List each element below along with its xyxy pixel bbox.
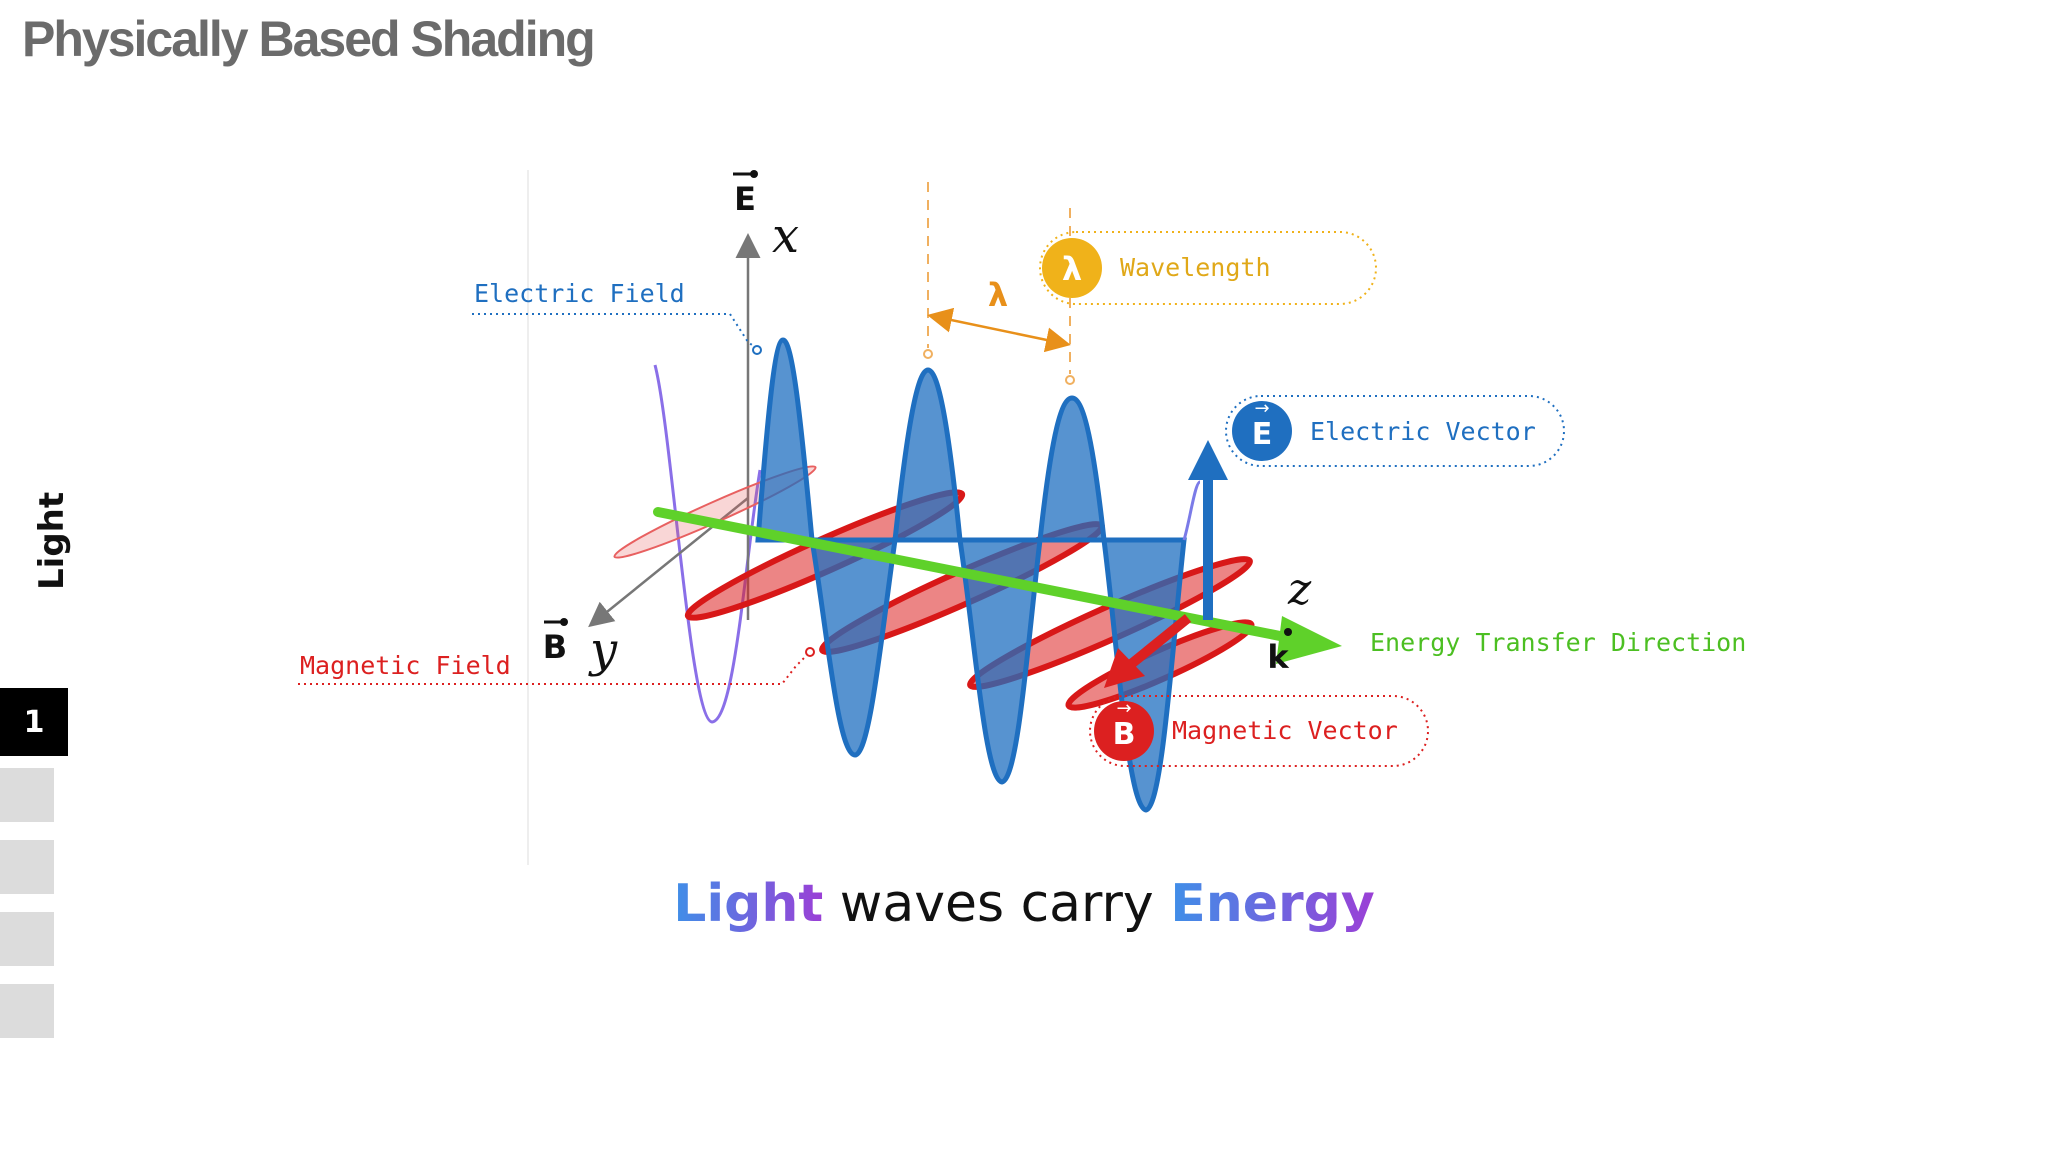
b-badge-icon bbox=[1094, 701, 1154, 761]
slide-tab-1-active[interactable]: 1 bbox=[0, 688, 68, 756]
magnetic-vector-arrow bbox=[1104, 614, 1192, 688]
lambda-badge-icon bbox=[1042, 238, 1102, 298]
magnetic-field-leader bbox=[298, 653, 809, 685]
electric-field-label: Electric Field bbox=[474, 279, 685, 308]
electric-vector-arrow bbox=[1188, 440, 1228, 620]
energy-transfer-label: Energy Transfer Direction bbox=[1370, 628, 1746, 657]
caption-word-energy: Energy bbox=[1170, 874, 1375, 934]
page-title: Physically Based Shading bbox=[22, 11, 596, 67]
z-axis-label: z bbox=[1287, 564, 1312, 615]
faint-wave bbox=[653, 364, 762, 724]
electric-vector-label: Electric Vector bbox=[1310, 417, 1536, 446]
electric-vector-pill: E → Electric Vector bbox=[1225, 395, 1565, 467]
x-axis-label: x bbox=[772, 208, 799, 264]
svg-text:→: → bbox=[1116, 698, 1131, 719]
wavelength-label: Wavelength bbox=[1120, 253, 1271, 282]
svg-text:E: E bbox=[1252, 417, 1273, 452]
slide-tab-2[interactable] bbox=[0, 768, 54, 822]
electric-field-leader bbox=[472, 313, 757, 349]
svg-text:λ: λ bbox=[1062, 250, 1082, 288]
e-axis-symbol: E bbox=[734, 180, 756, 218]
caption: Light waves carry Energy bbox=[0, 874, 2048, 934]
slide-tab-5[interactable] bbox=[0, 984, 54, 1038]
svg-text:B: B bbox=[1113, 717, 1136, 752]
k-axis-symbol: k bbox=[1267, 638, 1289, 676]
b-axis-symbol: B bbox=[543, 628, 567, 666]
magnetic-vector-pill: B → Magnetic Vector bbox=[1089, 695, 1429, 767]
slide-tab-4[interactable] bbox=[0, 912, 54, 966]
svg-text:→: → bbox=[1254, 398, 1269, 419]
caption-word-light: Light bbox=[673, 874, 824, 934]
lambda-symbol: λ bbox=[988, 276, 1008, 314]
wavelength-arrow bbox=[927, 307, 1071, 353]
magnetic-vector-label: Magnetic Vector bbox=[1172, 716, 1398, 745]
y-axis-label: y bbox=[588, 622, 618, 678]
magnetic-field-label: Magnetic Field bbox=[300, 651, 511, 680]
wavelength-pill: λ Wavelength bbox=[1039, 231, 1377, 305]
caption-middle: waves carry bbox=[823, 874, 1171, 934]
e-badge-icon bbox=[1232, 401, 1292, 461]
slide-tab-3[interactable] bbox=[0, 840, 54, 894]
